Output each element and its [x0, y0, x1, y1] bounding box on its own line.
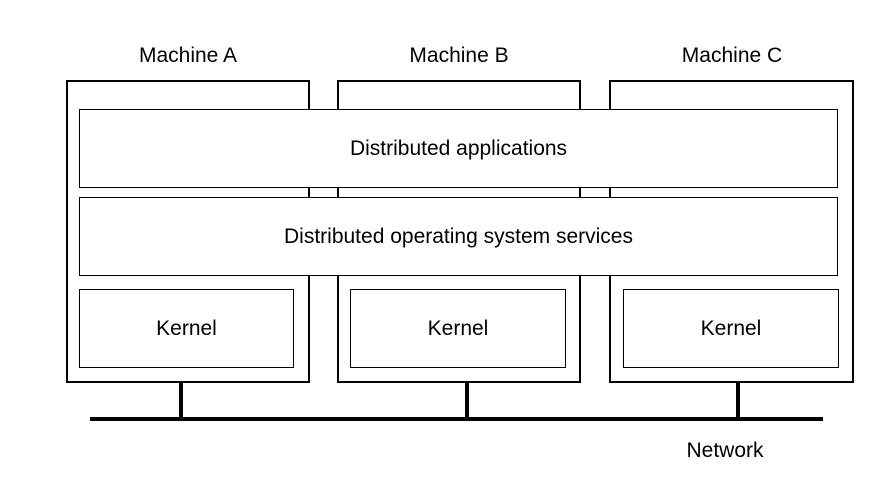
kernel-b-box: Kernel — [350, 289, 566, 368]
machine-b-label: Machine B — [409, 44, 509, 67]
distributed-os-services-layer: Distributed operating system services — [79, 197, 838, 276]
machine-a-label: Machine A — [138, 44, 238, 67]
distributed-applications-label: Distributed applications — [349, 136, 568, 160]
kernel-c-box: Kernel — [623, 289, 839, 368]
machine-a-connector — [179, 383, 183, 419]
kernel-a-label: Kernel — [156, 316, 217, 340]
machine-c-connector — [736, 383, 740, 419]
distributed-os-services-label: Distributed operating system services — [284, 224, 633, 248]
machine-c-label: Machine C — [681, 44, 783, 67]
network-bus-line — [90, 417, 823, 421]
machine-b-connector — [465, 383, 469, 419]
kernel-b-label: Kernel — [427, 316, 489, 340]
kernel-a-box: Kernel — [79, 289, 294, 368]
kernel-c-label: Kernel — [700, 316, 762, 340]
network-label: Network — [686, 439, 764, 462]
distributed-applications-layer: Distributed applications — [79, 109, 838, 188]
